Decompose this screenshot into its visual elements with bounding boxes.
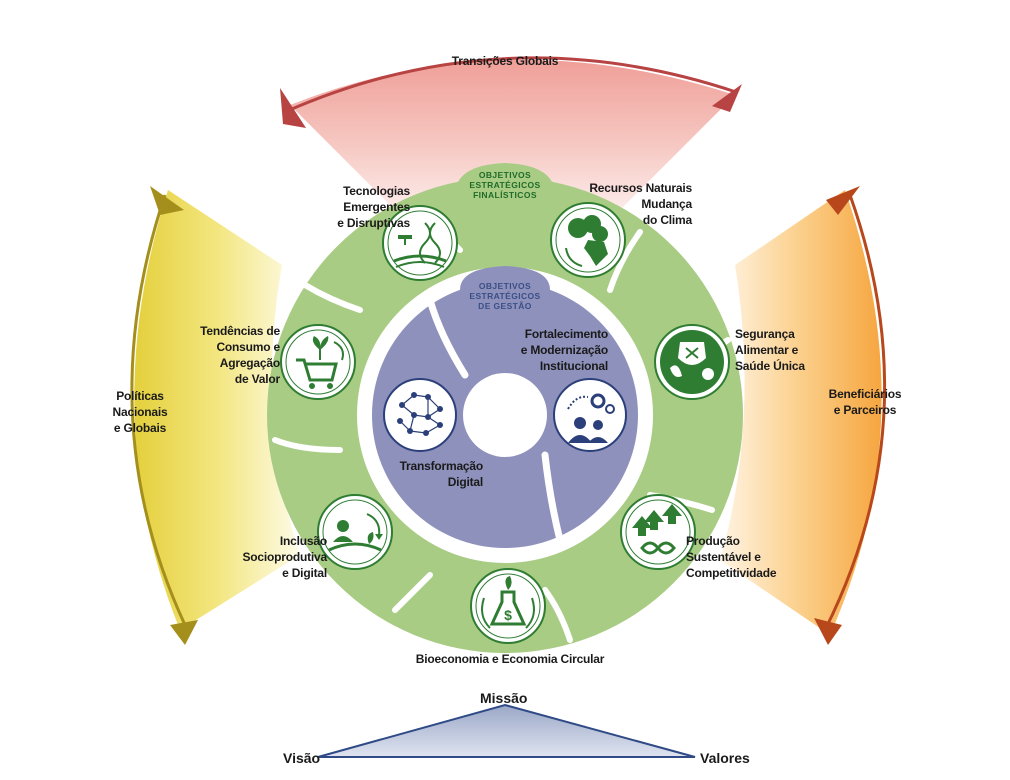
finalisticos-tab [455,163,555,195]
svg-text:$: $ [504,607,512,623]
institutional-label: Fortalecimento e Modernização Institucio… [520,327,608,373]
food-security-label: Segurança Alimentar e Saúde Única [735,327,805,373]
people-gears-icon [553,378,627,452]
mission-triangle [317,703,696,758]
policies-label: Políticas Nacionais e Globais [112,389,168,435]
shield-leaf-paw-icon [654,324,730,400]
sustainable-production-label: Produção Sustentável e Competitividade [686,534,777,580]
inclusion-label: Inclusão Socioprodutiva e Digital [242,534,327,580]
bioeconomy-label: Bioeconomia e Economia Circular [415,652,605,666]
vision-label: Visão [283,750,321,766]
beneficiaries-arrow [720,186,887,645]
cart-plant-icon [280,324,356,400]
arrows-infinity-icon [620,494,696,570]
inner-dividers [426,296,564,544]
emerging-tech-label: Tecnologias Emergentes e Disruptivas [337,184,410,230]
drone-dna-icon [382,205,458,281]
global-transitions-arrow [280,56,742,215]
beneficiaries-label: Beneficiários e Parceiros [828,387,902,417]
forest-brazil-map-icon [550,202,626,278]
natural-resources-label: Recursos Naturais Mudança do Clima [589,181,692,227]
values-label: Valores [700,750,750,766]
global-transitions-label: Transições Globais [451,54,559,68]
mission-label: Missão [480,690,528,706]
gestao-title: OBJETIVOS ESTRATÉGICOS DE GESTÃO [469,281,541,311]
flask-dollar-icon: $ [470,568,546,644]
center-hole [463,373,547,457]
brain-network-icon [383,378,457,452]
gestao-tab [460,266,550,290]
consumer-trends-label: Tendências de Consumo e Agregação de Val… [200,324,280,386]
digital-transformation-label: Transformação Digital [399,459,484,489]
policies-arrow [130,186,300,645]
finalisticos-title: OBJETIVOS ESTRATÉGICOS FINALÍSTICOS [469,170,541,200]
farmer-field-icon [317,494,393,570]
